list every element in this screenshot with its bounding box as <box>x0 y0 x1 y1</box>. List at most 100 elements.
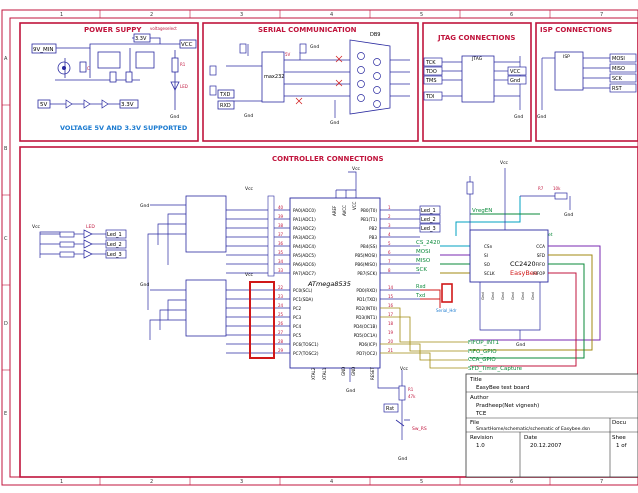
outer-border <box>1 9 638 486</box>
jtag-tdi-label: TDI <box>425 94 434 100</box>
pa0-num: 40 <box>278 205 284 210</box>
top-num-2: 2 <box>150 12 153 18</box>
jtag-tdo-label: TDO <box>425 69 437 75</box>
power-jack-center-icon <box>62 66 66 70</box>
pc6-label: PC6(TOSC1) <box>293 342 319 347</box>
jtag-header-label: JTAG <box>471 56 483 62</box>
net-mosi-label: MOSI <box>416 249 431 255</box>
vcc-out-port <box>179 39 197 49</box>
isp-miso-label: MISO <box>612 66 625 72</box>
section-titles: POWER SUPPY SERIAL COMMUNICATION JTAG CO… <box>84 26 612 163</box>
pa6-num: 34 <box>278 259 284 264</box>
bottom-num-1: 1 <box>60 479 63 485</box>
cc-fifo-label: FIFO <box>536 262 546 267</box>
power-led-label: LED <box>180 84 188 89</box>
led-resistor <box>171 57 179 73</box>
pa4-num: 36 <box>278 241 284 246</box>
sheet-label: Shee <box>612 435 626 441</box>
top-num-1: 1 <box>60 12 63 18</box>
pd1-num: 15 <box>388 294 394 299</box>
fifo-net-label: FIFO_GPIO <box>468 349 497 355</box>
selector-label: 3.3V <box>135 36 147 42</box>
control-net-labels: FIFOP_INT1 FIFO_GPIO CCA_GPIO SFD_Timer_… <box>468 340 523 372</box>
bottom-num-4: 4 <box>330 479 333 485</box>
left-letter-b: B <box>4 146 8 152</box>
v33-port <box>119 99 139 109</box>
pc0-label: PC0(SCL) <box>293 288 313 293</box>
pc7-label: PC7(TOSC2) <box>293 351 319 356</box>
top-zone-numbers: 1 2 3 4 5 6 7 <box>60 12 603 18</box>
revision-label: Revision <box>470 435 493 441</box>
pc5-label: PC5 <box>293 333 301 338</box>
reset-resistor <box>398 385 406 401</box>
cc-sclk-label: SCLK <box>484 271 495 276</box>
pa4-label: PA4(ADC4) <box>293 244 316 249</box>
pd2-label: PD2(INT0) <box>356 306 378 311</box>
pa-header-strip <box>267 195 275 277</box>
left-bus-wires <box>39 204 290 354</box>
bottom-num-5: 5 <box>420 479 423 485</box>
serial-title: SERIAL COMMUNICATION <box>258 26 357 34</box>
reset-switch-icon <box>395 419 410 427</box>
xtal1-label: XTAL1 <box>322 367 327 380</box>
db9-connector <box>349 39 391 115</box>
power-section-frame <box>19 22 199 142</box>
pc3-label: PC3 <box>293 315 301 320</box>
cc2420-gnd-pins: Gnd Gnd Gnd Gnd Gnd Gnd <box>480 292 535 300</box>
pa2-label: PA2(ADC2) <box>293 226 316 231</box>
pc2-num: 24 <box>278 303 284 308</box>
pa1-num: 39 <box>278 214 284 219</box>
pd4-label: PD4(OC1B) <box>354 324 378 329</box>
selector-port <box>133 33 151 43</box>
pa7-num: 33 <box>278 268 284 273</box>
control-colored-wires <box>420 245 601 367</box>
rxd-label: RXD <box>220 103 231 109</box>
mcu-pc-nums: 22 23 24 25 26 27 28 29 <box>278 285 284 353</box>
xtal2-label: XTAL2 <box>311 367 316 380</box>
mcu-name: ATmega8535 <box>307 280 351 288</box>
reset-vcc-label: Vcc <box>400 366 409 372</box>
mcu-pc-pins: PC0(SCL) PC1(SDA) PC2 PC3 PC4 PC5 PC6(TO… <box>293 288 319 356</box>
voltage-note: VOLTAGE 5V AND 3.3V SUPPORTED <box>60 124 188 132</box>
sheet-value: 1 of <box>616 443 628 449</box>
pc5-num: 27 <box>278 330 284 335</box>
fifop-net-label: FIFOP_INT1 <box>468 340 499 346</box>
pb-led1-label: Led_1 <box>421 208 436 214</box>
power-gnd-label: Gnd <box>170 114 179 120</box>
mcu-pd-pins: PD0(RXD) PD1(TXD) PD2(INT0) PD3(INT1) PD… <box>354 288 378 356</box>
pa6-label: PA6(ADC6) <box>293 262 316 267</box>
date-label: Date <box>524 435 538 441</box>
left-vcc-b: Vcc <box>245 272 254 278</box>
isp-mosi-label: MOSI <box>612 56 625 62</box>
regulator-5v <box>97 51 121 69</box>
cc-vcc-label: Vcc <box>500 160 509 166</box>
txd-net-label: Txd <box>415 293 425 299</box>
top-num-7: 7 <box>600 12 603 18</box>
pc3-num: 25 <box>278 312 284 317</box>
mcu-pb-pins: PB0(T0) PB1(T1) PB2 PB3 PB4(SS) PB5(MOSI… <box>355 208 377 276</box>
cc-gnd3: Gnd <box>500 292 505 300</box>
date-value: 20.12.2007 <box>530 443 562 449</box>
pd5-num: 19 <box>388 330 394 335</box>
avcc-label: AVCC <box>342 205 347 216</box>
gnd1-label: GND <box>341 367 346 376</box>
db9-label: DB9 <box>370 32 380 38</box>
led1-port-label: Led_1 <box>107 232 122 238</box>
author-org: TCE <box>475 411 487 417</box>
cc2420-right-pins: CCA SFD FIFO FIFOP <box>533 244 546 276</box>
cc-gnd5: Gnd <box>520 292 525 300</box>
left-gnd-labels: Gnd Gnd Vcc Vcc Vcc <box>32 186 254 288</box>
pd1-label: PD1(TXD) <box>357 297 378 302</box>
mcu-body <box>289 197 381 369</box>
pd7-num: 21 <box>388 348 394 353</box>
led-diode-icons <box>83 229 93 259</box>
pb0-num: 1 <box>388 205 391 210</box>
pb-led2-label: Led_2 <box>421 217 436 223</box>
r7-gnd-label: Gnd <box>564 212 573 218</box>
led-vcc-label: Vcc <box>32 224 41 230</box>
aref-label: AREF <box>332 205 337 216</box>
isp-signals: MOSI MISO SCK RST <box>609 53 637 93</box>
serial-header-labels: Rxd Txd <box>415 284 426 299</box>
controller-title: CONTROLLER CONNECTIONS <box>272 155 384 163</box>
mcu-power-wires <box>335 171 403 440</box>
